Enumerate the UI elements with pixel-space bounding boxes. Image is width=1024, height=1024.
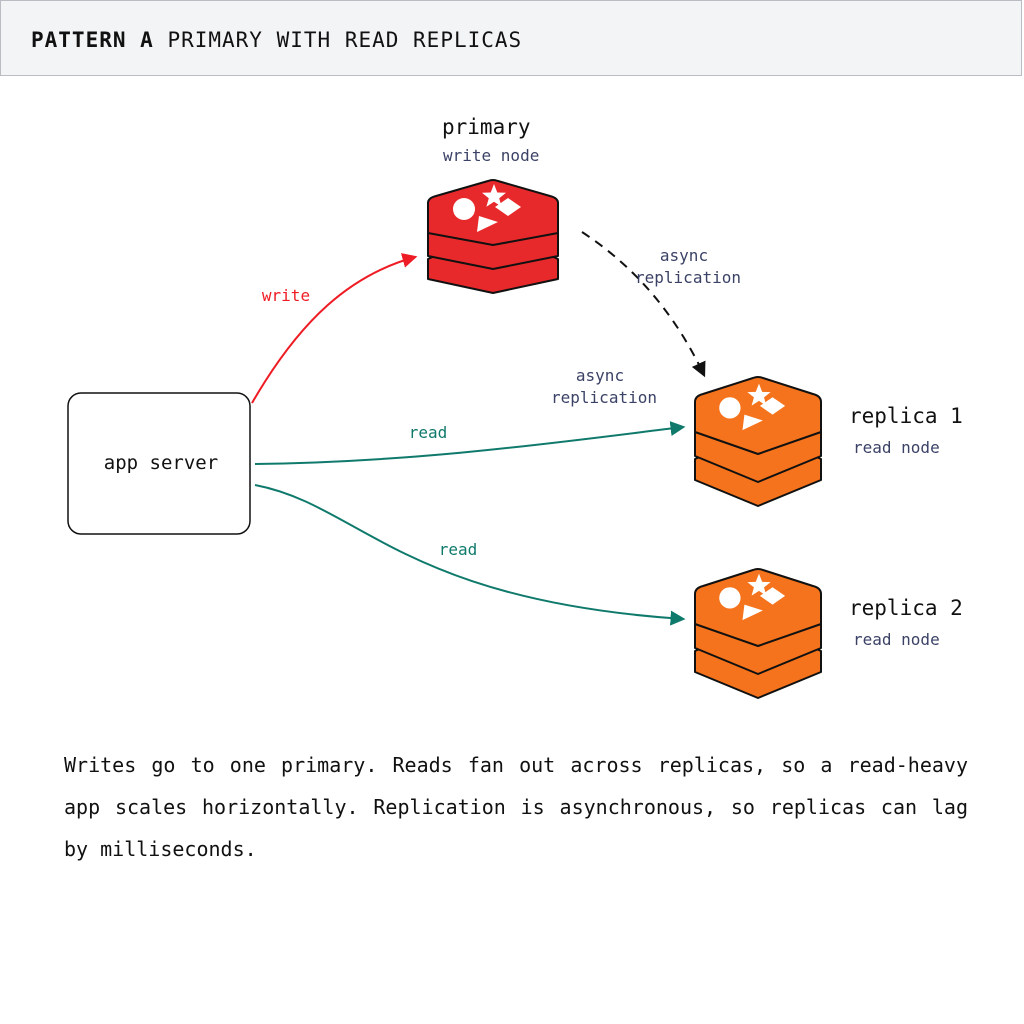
primary-role: write node	[443, 146, 539, 165]
replication-label-mid-line-2: replication	[551, 388, 657, 407]
app-server-label: app server	[104, 452, 218, 474]
write-edge-label: write	[262, 286, 310, 305]
app-server-node: app server	[67, 392, 251, 535]
replication-edge	[581, 231, 706, 378]
pattern-label: PATTERN A	[31, 28, 154, 52]
replica-1-label: replica 1	[849, 404, 963, 428]
read-edge-label-1: read	[409, 423, 448, 442]
replication-label-top-line-1: async	[660, 246, 708, 265]
read-edge-label-2: read	[439, 540, 478, 559]
replica-2-node: replica 2 read node	[694, 568, 963, 699]
read-edge-replica-1	[254, 421, 686, 465]
primary-label: primary	[442, 115, 531, 139]
replica-2-label: replica 2	[849, 596, 963, 620]
page-title: PATTERN A PRIMARY WITH READ REPLICAS	[31, 28, 522, 52]
replica-1-node: replica 1 read node	[694, 376, 963, 507]
read-edge-replica-2	[254, 484, 686, 626]
header-bar: PATTERN A PRIMARY WITH READ REPLICAS	[0, 0, 1022, 76]
primary-node: primary write node	[427, 115, 559, 294]
replication-label-top-line-2: replication	[635, 268, 741, 287]
replica-2-role: read node	[853, 630, 940, 649]
description-text: Writes go to one primary. Reads fan out …	[64, 753, 968, 861]
pattern-title: PRIMARY WITH READ REPLICAS	[167, 28, 523, 52]
replica-1-role: read node	[853, 438, 940, 457]
write-edge	[251, 253, 418, 404]
replication-label-mid-line-1: async	[576, 366, 624, 385]
